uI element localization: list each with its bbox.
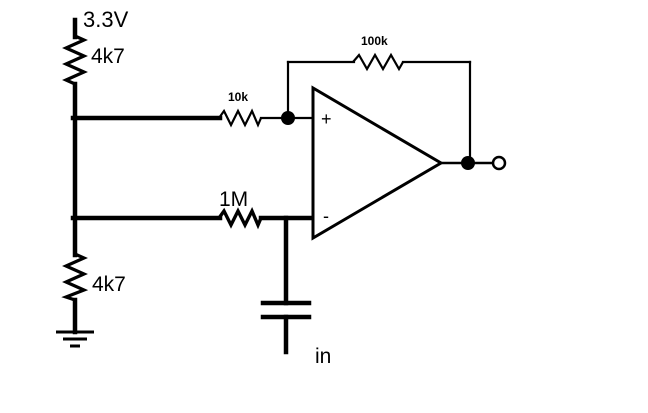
junction-dot-plus-input (281, 111, 295, 125)
label-resistor-10k: 10k (228, 90, 248, 104)
resistor-bottom-4k7 (61, 252, 89, 302)
label-supply-voltage: 3.3V (83, 7, 129, 32)
resistor-1M (217, 206, 263, 230)
label-resistor-100k: 100k (361, 34, 388, 48)
label-opamp-minus: - (323, 206, 329, 226)
resistor-10k (218, 108, 263, 128)
label-resistor-bottom: 4k7 (92, 273, 126, 296)
resistor-100k (352, 52, 404, 72)
label-resistor-top: 4k7 (91, 45, 125, 68)
opamp-body (311, 85, 444, 241)
ground-symbol (56, 330, 94, 348)
junction-dot-output (461, 156, 475, 170)
output-terminal (491, 155, 507, 171)
label-opamp-plus: + (321, 109, 332, 129)
resistor-top-4k7 (62, 34, 88, 86)
label-resistor-1M: 1M (219, 188, 248, 211)
label-input: in (315, 345, 331, 368)
